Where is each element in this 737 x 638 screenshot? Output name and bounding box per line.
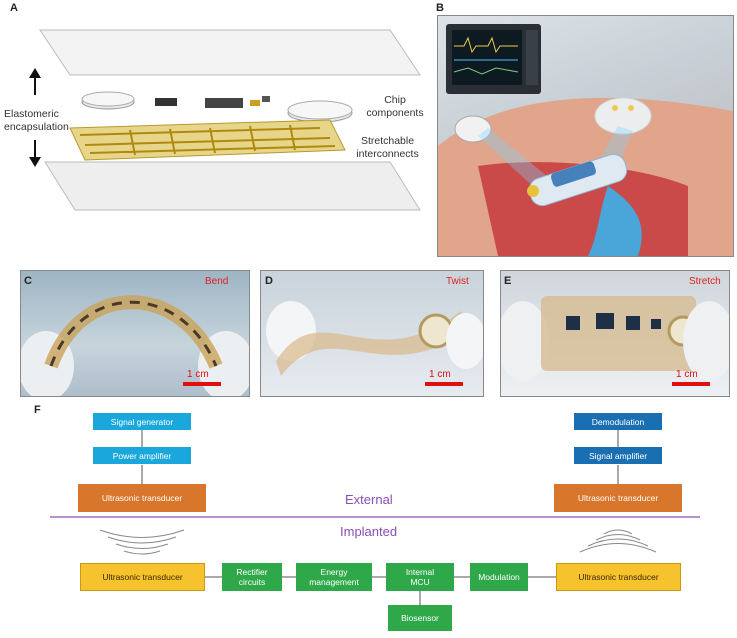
external-ultrasonic-transducer-left: Ultrasonic transducer xyxy=(78,484,206,512)
stretchable-interconnects-label: Stretchable interconnects xyxy=(356,135,419,160)
panel-label-c: C xyxy=(24,275,32,287)
scale-label-c: 1 cm xyxy=(187,369,209,380)
scale-bar-d xyxy=(425,382,463,386)
rectifier-circuits-block: Rectifier circuits xyxy=(222,563,282,591)
external-transducer-right xyxy=(594,97,652,135)
tag-twist: Twist xyxy=(446,276,469,287)
implanted-ultrasonic-transducer-right: Ultrasonic transducer xyxy=(556,563,681,591)
tag-stretch: Stretch xyxy=(689,276,721,287)
scale-bar-c xyxy=(183,382,221,386)
external-transducer-left xyxy=(454,115,492,143)
photo-bend xyxy=(20,270,250,397)
exploded-device-illustration xyxy=(29,29,421,211)
panel-label-d: D xyxy=(265,275,273,287)
signal-amplifier-block: Signal amplifier xyxy=(574,447,662,464)
device-twisted xyxy=(276,311,466,376)
external-section-label: External xyxy=(345,492,393,507)
arrow-up-icon xyxy=(29,68,41,78)
tag-bend: Bend xyxy=(205,276,229,287)
implanted-section-label: Implanted xyxy=(340,524,398,539)
chip-small xyxy=(155,98,177,106)
glove-left xyxy=(501,301,549,381)
chip-components-label: Chip components xyxy=(366,94,424,119)
panel-label-a: A xyxy=(10,2,18,14)
top-encapsulation-layer xyxy=(39,29,421,76)
ultrasound-waves-left xyxy=(99,529,185,555)
panel-label-e: E xyxy=(504,275,512,287)
modulation-block: Modulation xyxy=(470,563,528,591)
demodulation-block: Demodulation xyxy=(574,413,662,430)
signal-generator-block: Signal generator xyxy=(93,413,191,430)
chip-mcu xyxy=(205,98,243,108)
implant-illustration xyxy=(437,15,734,257)
internal-mcu-block: Internal MCU xyxy=(386,563,454,591)
vessel xyxy=(588,186,642,256)
elastomeric-encapsulation-label: Elastomeric encapsulation xyxy=(4,108,69,133)
photo-twist xyxy=(260,270,484,397)
scale-bar-e xyxy=(672,382,710,386)
chip-tiny xyxy=(250,100,260,106)
panel-label-f: F xyxy=(34,404,41,416)
implanted-ultrasonic-transducer-left: Ultrasonic transducer xyxy=(80,563,205,591)
scale-label-d: 1 cm xyxy=(429,369,451,380)
glove-right xyxy=(683,301,729,381)
panel-label-b: B xyxy=(436,2,444,14)
ultrasound-waves-right xyxy=(579,529,657,553)
photo-stretch xyxy=(500,270,730,397)
external-ultrasonic-transducer-right: Ultrasonic transducer xyxy=(554,484,682,512)
energy-management-block: Energy management xyxy=(296,563,372,591)
power-amplifier-block: Power amplifier xyxy=(93,447,191,464)
glove-right xyxy=(446,313,483,369)
bottom-encapsulation-layer xyxy=(44,161,421,211)
biosensor-block: Biosensor xyxy=(388,605,452,631)
arrow-down-icon xyxy=(29,157,41,167)
scale-label-e: 1 cm xyxy=(676,369,698,380)
device-stretched xyxy=(541,296,696,371)
